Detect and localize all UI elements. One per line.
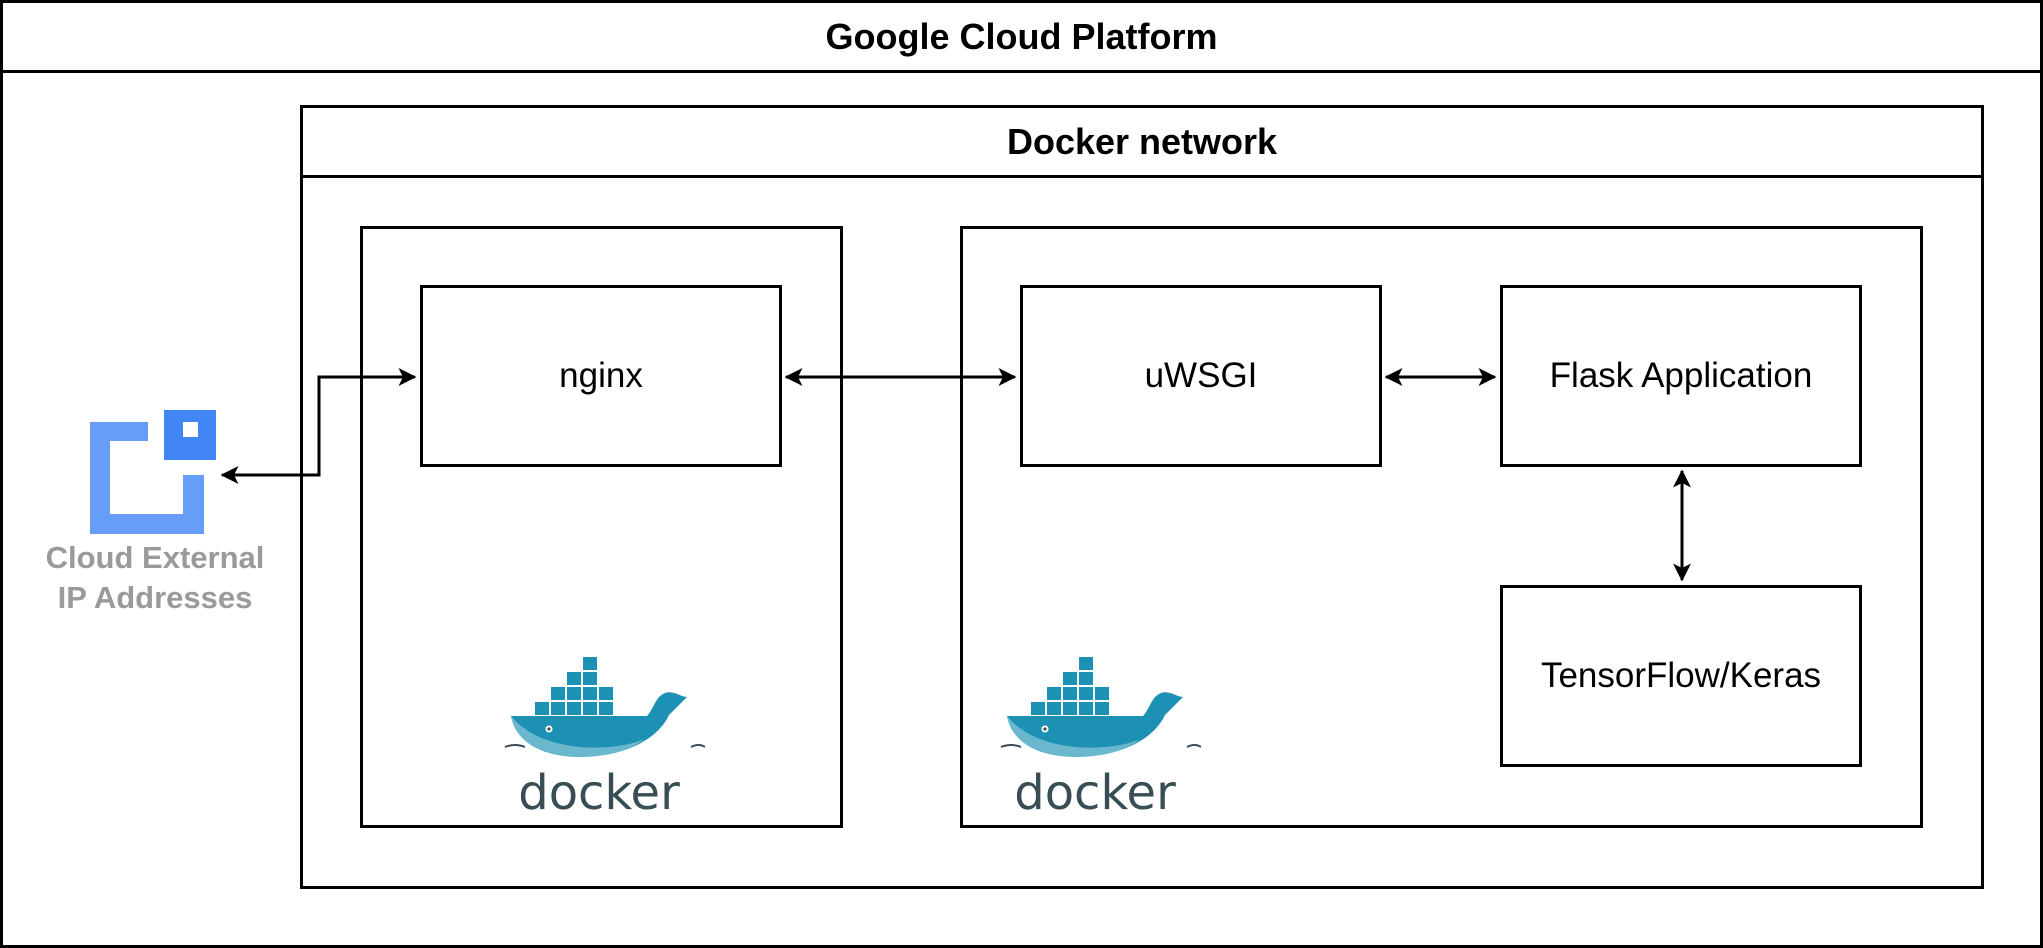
- uwsgi-node[interactable]: uWSGI: [1020, 285, 1382, 467]
- connector-ip-nginx: [220, 368, 417, 484]
- external-ip-label: Cloud External IP Addresses: [20, 538, 290, 618]
- external-ip-label-line1: Cloud External: [45, 540, 265, 575]
- gcp-title: Google Cloud Platform: [3, 3, 2040, 73]
- nginx-node[interactable]: nginx: [420, 285, 782, 467]
- docker-network-title: Docker network: [303, 108, 1981, 178]
- external-ip-label-line2: IP Addresses: [57, 580, 253, 615]
- flask-node[interactable]: Flask Application: [1500, 285, 1862, 467]
- tensorflow-node[interactable]: TensorFlow/Keras: [1500, 585, 1862, 767]
- cloud-external-ip-icon: [90, 410, 216, 534]
- docker-logo-app: [1000, 656, 1202, 822]
- docker-logo-nginx: [504, 656, 706, 822]
